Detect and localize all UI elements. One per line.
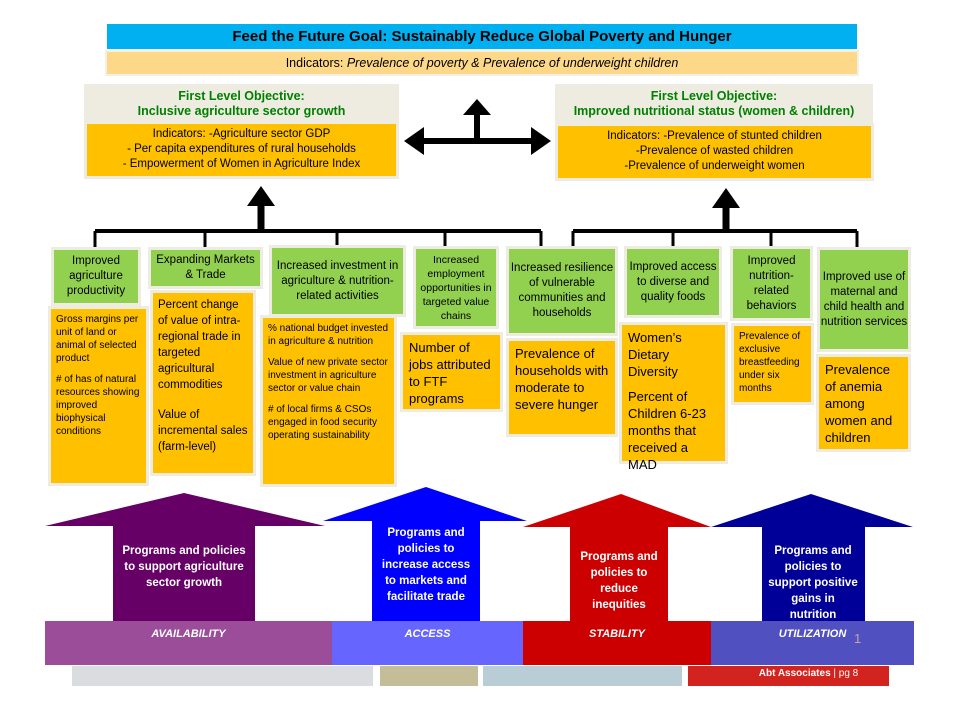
program-utilization-label: Programs and policies to support positiv… [768, 545, 858, 621]
objective-left-indicator: - Per capita expenditures of rural house… [127, 143, 356, 155]
band-utilization: UTILIZATION [711, 621, 914, 665]
objective-left-header: First Level Objective: Inclusive agricul… [84, 84, 399, 124]
arrow-access [323, 487, 527, 622]
footer-brand: Abt Associates | pg 8 [688, 666, 889, 686]
objective-right-header: First Level Objective: Improved nutritio… [555, 84, 873, 124]
indicators-maternal-child-health: Prevalence of anemia among women and chi… [819, 357, 908, 449]
indicators-access-foods: Women’s Dietary Diversity Percent of Chi… [622, 325, 725, 472]
band-availability: AVAILABILITY [45, 621, 332, 665]
indicator-text: % national budget invested in agricultur… [268, 323, 389, 347]
right-bracket [571, 229, 859, 248]
objective-left-indicator: - Empowerment of Women in Agriculture In… [122, 158, 361, 170]
objective-right-indicator: Indicators: -Prevalence of stunted child… [607, 130, 822, 142]
indicators-increased-employment: Number of jobs attributed to FTF program… [403, 335, 500, 409]
indicator-text: Prevalence of households with moderate t… [515, 346, 609, 412]
goal-indicators-label: Indicators: [285, 56, 344, 70]
indicator-text: Prevalence of exclusive breastfeeding un… [739, 331, 801, 394]
indicator-text: # of local firms & CSOs engaged in food … [268, 404, 377, 441]
footer-company: Abt Associates [758, 668, 831, 679]
band-access: ACCESS [332, 621, 523, 665]
goal-indicators-text: Prevalence of poverty & Prevalence of un… [346, 56, 679, 70]
arrow-stability [523, 494, 711, 622]
indicator-text: Number of jobs attributed to FTF program… [409, 340, 491, 406]
indicator-text: Gross margins per unit of land or animal… [56, 314, 139, 364]
right-up-arrow [712, 188, 740, 230]
left-up-arrow [247, 186, 275, 230]
ir-nutrition-behaviors: Improved nutrition-related behaviors [733, 249, 810, 318]
left-bracket [93, 229, 543, 248]
indicators-increased-investment: % national budget invested in agricultur… [263, 318, 394, 484]
objective-right-indicator: -Prevalence of underweight women [624, 160, 805, 172]
indicator-text: Value of incremental sales (farm-level) [158, 409, 248, 453]
indicators-increased-resilience: Prevalence of households with moderate t… [509, 341, 615, 434]
indicator-text: Value of new private sector investment i… [268, 357, 388, 394]
band-stability: STABILITY [523, 621, 711, 665]
arrow-utilization [711, 494, 913, 622]
objective-left-subtitle: Inclusive agriculture sector growth [137, 104, 346, 118]
ir-increased-resilience: Increased resilience of vulnerable commu… [509, 249, 615, 333]
goal-title: Feed the Future Goal: Sustainably Reduce… [107, 24, 857, 49]
indicator-text: Women’s Dietary Diversity [628, 330, 682, 379]
program-availability-label: Programs and policies to support agricul… [122, 545, 246, 589]
indicator-text: Prevalence of anemia among women and chi… [825, 362, 893, 445]
program-stability-label: Programs and policies to reduce inequiti… [580, 551, 658, 611]
objective-left-title: First Level Objective: [178, 89, 305, 103]
ir-improved-access-foods: Improved access to diverse and quality f… [627, 249, 719, 315]
indicators-nutrition-behaviors: Prevalence of exclusive breastfeeding un… [734, 326, 811, 402]
program-access-label: Programs and policies to increase access… [381, 527, 471, 603]
page-number: 1 [854, 631, 862, 646]
double-arrow-connector [404, 99, 551, 155]
indicators-expanding-markets: Percent change of value of intra-regiona… [153, 293, 253, 473]
indicators-agriculture-productivity: Gross margins per unit of land or animal… [51, 309, 146, 483]
footer-page: | pg 8 [830, 668, 859, 679]
ir-increased-employment: Increased employment opportunities in ta… [416, 249, 496, 326]
arrow-availability [45, 493, 325, 622]
indicator-text: Percent change of value of intra-regiona… [158, 299, 241, 391]
objective-left-indicators: Indicators: -Agriculture sector GDP - Pe… [87, 124, 396, 176]
objective-right-subtitle: Improved nutritional status (women & chi… [573, 104, 855, 118]
ir-expanding-markets: Expanding Markets & Trade [151, 250, 260, 286]
footer-strip-tan [380, 666, 478, 686]
goal-indicators: Indicators: Prevalence of poverty & Prev… [107, 52, 857, 74]
objective-right-indicator: -Prevalence of wasted children [635, 145, 794, 157]
footer-strip-grey [72, 666, 373, 686]
footer-strip-blue [483, 666, 682, 686]
objective-right-title: First Level Objective: [650, 89, 778, 103]
objective-right-indicators: Indicators: -Prevalence of stunted child… [558, 126, 871, 178]
indicator-text: # of has of natural resources showing im… [56, 374, 140, 437]
ir-agriculture-productivity: Improved agriculture productivity [54, 250, 138, 303]
ir-increased-investment: Increased investment in agriculture & nu… [272, 248, 403, 314]
objective-left-indicator: Indicators: -Agriculture sector GDP [152, 128, 331, 140]
ir-maternal-child-health: Improved use of maternal and child healt… [820, 250, 908, 349]
indicator-text: Percent of Children 6-23 months that rec… [628, 389, 707, 472]
